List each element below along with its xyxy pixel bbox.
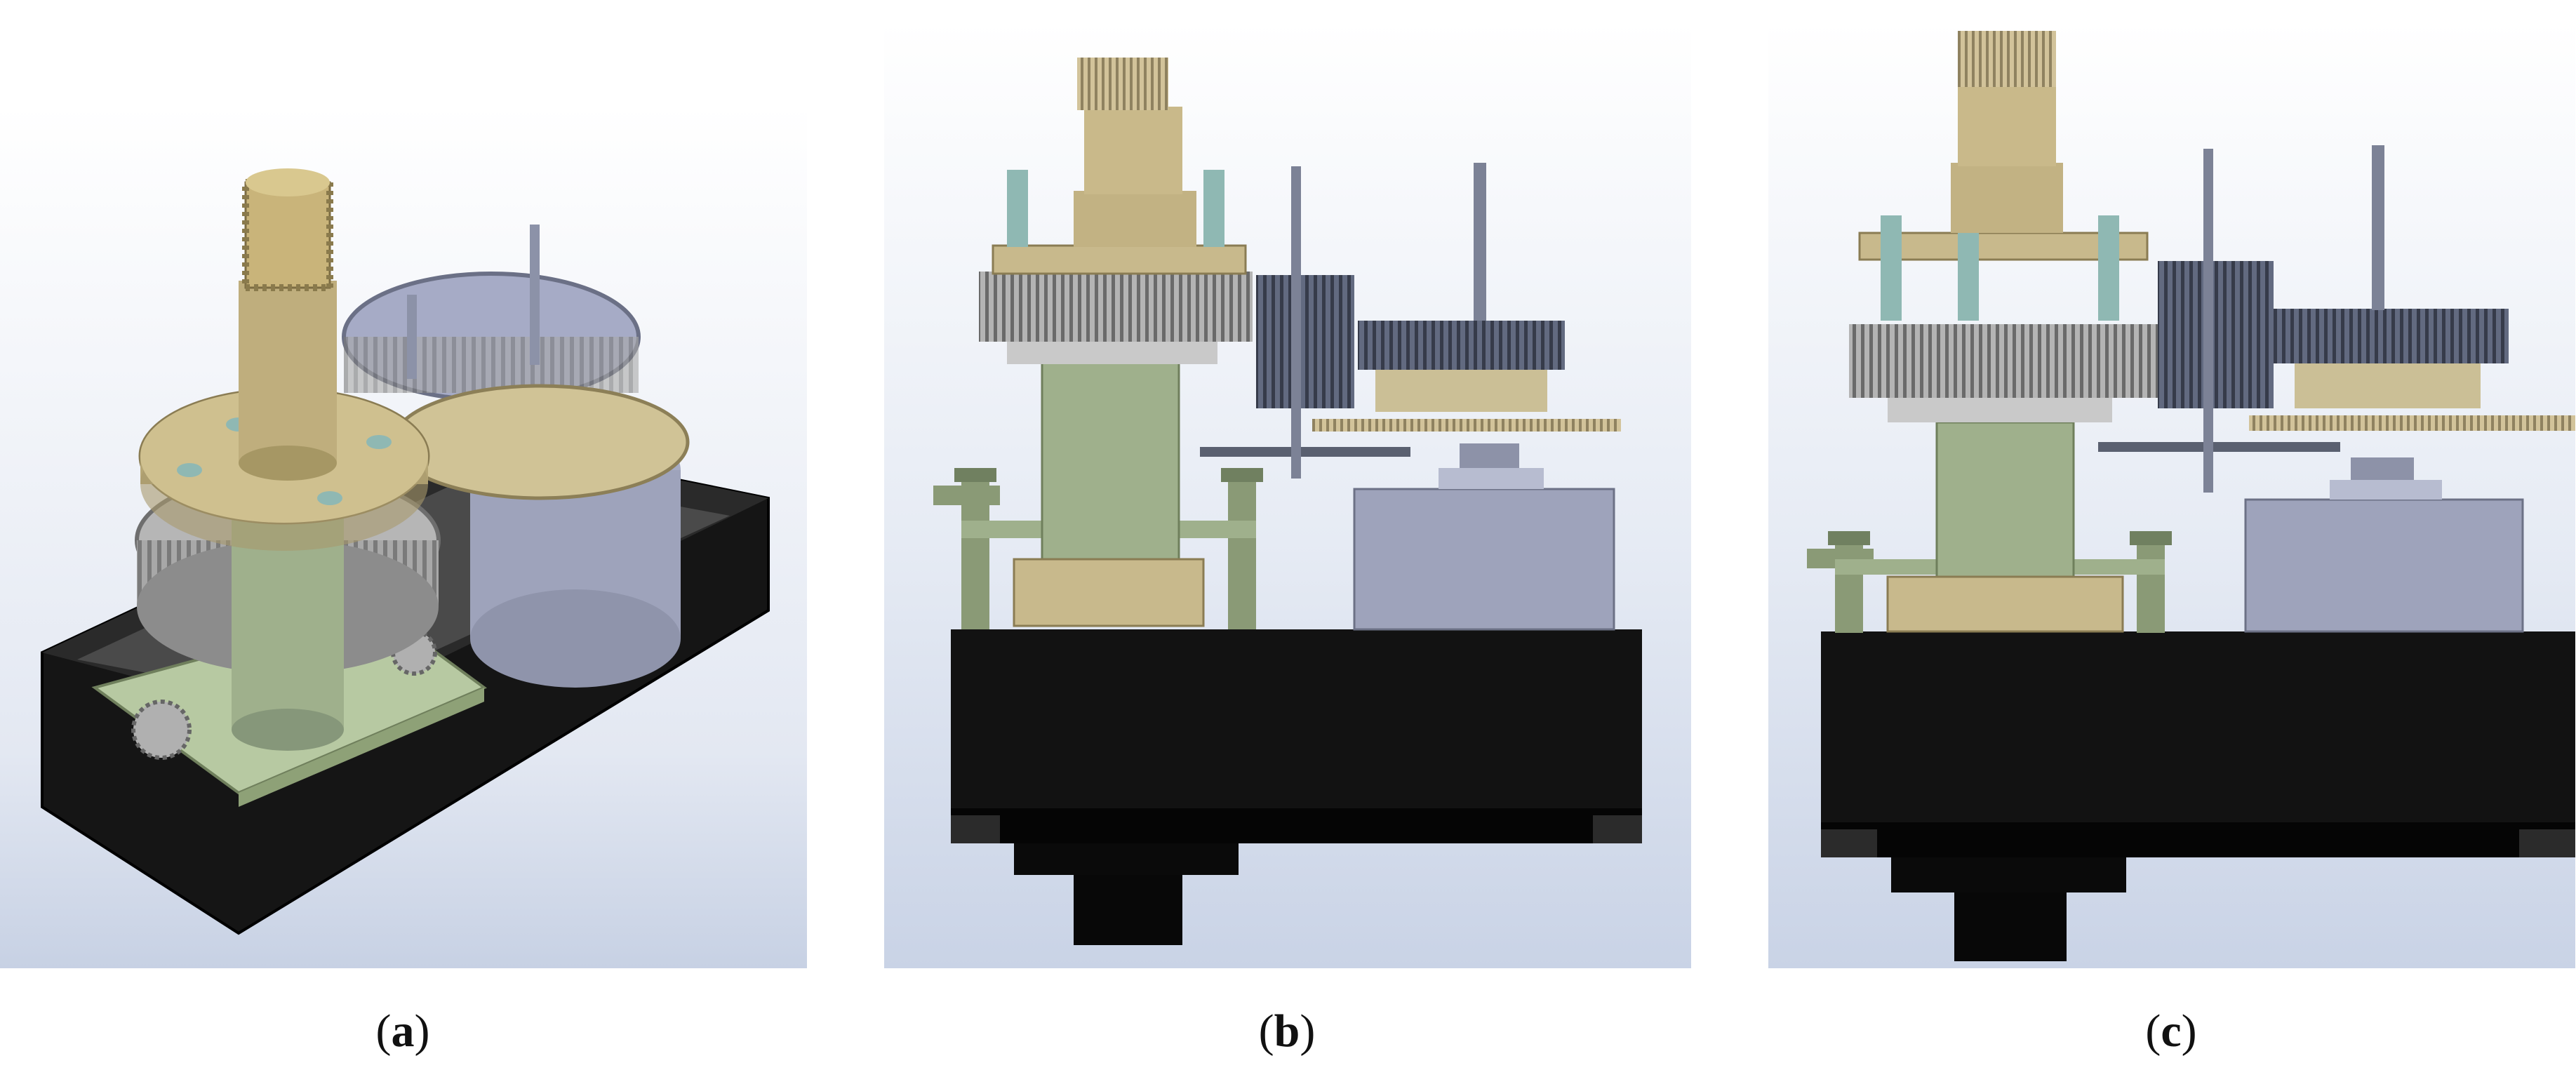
panel-a-isometric-image: [0, 105, 807, 968]
panel-c-letter: c: [2161, 1005, 2182, 1057]
panel-b-letter: b: [1274, 1005, 1300, 1057]
panel-c-side-view-image: [1768, 22, 2575, 968]
panel-a-caption: (a): [375, 1005, 430, 1057]
panel-b-caption: (b): [1258, 1005, 1316, 1057]
panel-b-side-view-image: [884, 22, 1691, 968]
panel-c-caption: (c): [2145, 1005, 2197, 1057]
panel-a-letter: a: [391, 1005, 415, 1057]
